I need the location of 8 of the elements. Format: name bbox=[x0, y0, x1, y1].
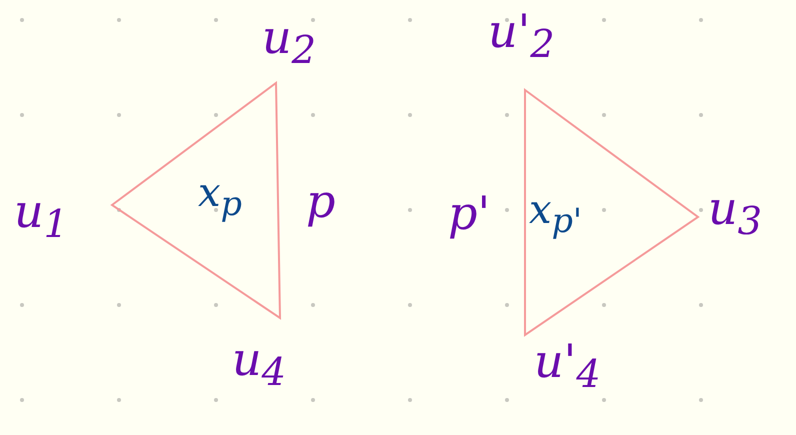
vertex-label: u'$_{4}$ bbox=[534, 338, 601, 395]
math-label: x$_{p}$ bbox=[198, 173, 242, 220]
math-label: x$_{p'}$ bbox=[529, 190, 582, 238]
vertex-label: u$_{1}$ bbox=[14, 188, 68, 245]
vertex-label: u$_{3}$ bbox=[708, 185, 762, 242]
vertex-label: u$_{4}$ bbox=[232, 336, 286, 393]
vertex-label: u'$_{2}$ bbox=[488, 8, 555, 65]
vertex-label: u$_{2}$ bbox=[262, 14, 316, 71]
